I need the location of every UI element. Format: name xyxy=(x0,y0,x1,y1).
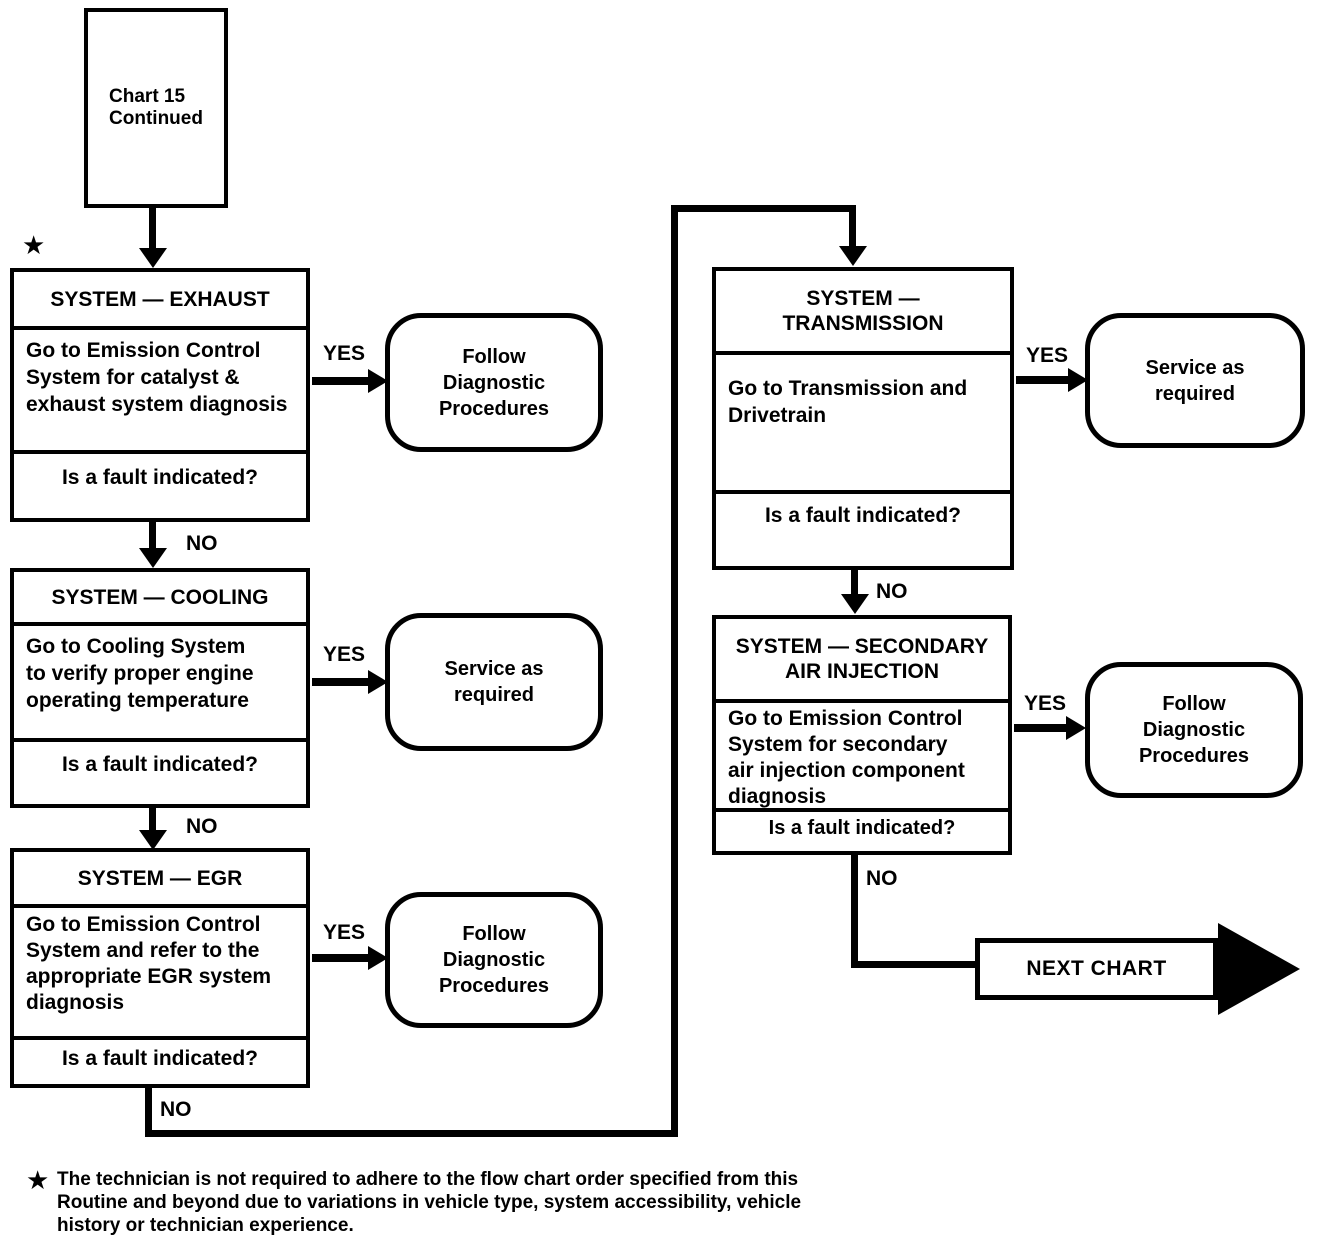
result-transmission: Service as required xyxy=(1085,313,1305,448)
no-label-secondary-air: NO xyxy=(866,867,898,890)
node-cooling-question: Is a fault indicated? xyxy=(14,738,306,804)
node-transmission-question: Is a fault indicated? xyxy=(716,490,1010,566)
connector-secair-nextchart-vline xyxy=(851,855,858,968)
node-exhaust-body: Go to Emission Control System for cataly… xyxy=(26,339,288,416)
yes-label-secondary-air: YES xyxy=(1024,692,1067,715)
connector-transmission-secair-line xyxy=(851,570,858,596)
footnote-line1: The technician is not required to adhere… xyxy=(57,1169,799,1190)
node-cooling-header: SYSTEM — COOLING xyxy=(14,572,306,626)
node-egr-header: SYSTEM — EGR xyxy=(14,852,306,908)
node-transmission-header-text: SYSTEM — TRANSMISSION xyxy=(782,287,944,335)
connector-exhaust-yes-line xyxy=(312,377,370,385)
node-cooling-body: Go to Cooling System to verify proper en… xyxy=(26,635,254,712)
result-cooling: Service as required xyxy=(385,613,603,751)
connector-cooling-egr-line xyxy=(149,808,156,832)
footnote-star-icon: ★ xyxy=(26,1165,50,1195)
node-secondary-air-header-text: SYSTEM — SECONDARY AIR INJECTION xyxy=(735,635,989,683)
footnote-line2: Routine and beyond due to variations in … xyxy=(57,1192,802,1213)
result-secondary-air: Follow Diagnostic Procedures xyxy=(1085,662,1303,798)
arrowhead-start-exhaust xyxy=(139,248,167,268)
node-egr-body: Go to Emission Control System and refer … xyxy=(26,913,272,1014)
result-exhaust: Follow Diagnostic Procedures xyxy=(385,313,603,452)
node-secondary-air-question: Is a fault indicated? xyxy=(716,808,1008,851)
node-secondary-air: SYSTEM — SECONDARY AIR INJECTION Go to E… xyxy=(712,615,1012,855)
result-egr: Follow Diagnostic Procedures xyxy=(385,892,603,1028)
yes-label-cooling: YES xyxy=(323,643,366,666)
node-egr: SYSTEM — EGR Go to Emission Control Syst… xyxy=(10,848,310,1088)
connector-loop-into-transmission-line xyxy=(849,205,856,248)
connector-exhaust-cooling-line xyxy=(149,522,156,550)
no-label-egr: NO xyxy=(160,1098,192,1121)
next-chart-box: NEXT CHART xyxy=(975,938,1218,1000)
start-node-line1: Chart 15 xyxy=(109,86,186,107)
arrowhead-transmission-yes xyxy=(1068,368,1088,392)
footnote: The technician is not required to adhere… xyxy=(57,1168,977,1237)
node-egr-header-text: SYSTEM — EGR xyxy=(77,866,243,890)
yes-label-transmission: YES xyxy=(1026,344,1069,367)
arrowhead-secair-yes xyxy=(1066,716,1086,740)
arrowhead-exhaust-cooling xyxy=(139,548,167,568)
footnote-line3: history or technician experience. xyxy=(57,1215,354,1236)
start-node: Chart 15 Continued xyxy=(84,8,228,208)
connector-loop-bottom-line xyxy=(145,1130,678,1137)
connector-loop-top-line xyxy=(671,205,855,212)
arrowhead-cooling-egr xyxy=(139,830,167,850)
arrowhead-cooling-yes xyxy=(368,670,388,694)
node-transmission: SYSTEM — TRANSMISSION Go to Transmission… xyxy=(712,267,1014,570)
node-cooling-header-text: SYSTEM — COOLING xyxy=(51,585,269,609)
start-node-line2: Continued xyxy=(109,108,203,129)
connector-loop-up-line xyxy=(671,205,678,1137)
node-transmission-header: SYSTEM — TRANSMISSION xyxy=(716,271,1010,355)
connector-egr-yes-line xyxy=(312,954,370,962)
node-secondary-air-body: Go to Emission Control System for second… xyxy=(728,707,965,808)
node-exhaust: SYSTEM — EXHAUST Go to Emission Control … xyxy=(10,268,310,522)
connector-secair-yes-line xyxy=(1014,724,1072,732)
yes-label-egr: YES xyxy=(323,921,366,944)
connector-cooling-yes-line xyxy=(312,678,370,686)
start-node-label: Chart 15 Continued xyxy=(109,86,203,130)
node-exhaust-header-text: SYSTEM — EXHAUST xyxy=(50,287,270,311)
arrowhead-egr-yes xyxy=(368,946,388,970)
connector-start-exhaust-line xyxy=(149,206,156,250)
yes-label-exhaust: YES xyxy=(323,342,366,365)
connector-secair-nextchart-hline xyxy=(851,961,975,968)
node-cooling: SYSTEM — COOLING Go to Cooling System to… xyxy=(10,568,310,808)
arrowhead-exhaust-yes xyxy=(368,369,388,393)
no-label-transmission: NO xyxy=(876,580,908,603)
no-label-cooling: NO xyxy=(186,815,218,838)
connector-loop-down-line xyxy=(145,1088,152,1137)
arrowhead-transmission-secair xyxy=(841,594,869,614)
no-label-exhaust: NO xyxy=(186,532,218,555)
node-secondary-air-header: SYSTEM — SECONDARY AIR INJECTION xyxy=(716,619,1008,703)
node-exhaust-question: Is a fault indicated? xyxy=(14,450,306,518)
node-transmission-body: Go to Transmission and Drivetrain xyxy=(728,377,968,427)
node-exhaust-header: SYSTEM — EXHAUST xyxy=(14,272,306,330)
arrowhead-loop-transmission xyxy=(839,246,867,266)
node-egr-question: Is a fault indicated? xyxy=(14,1036,306,1084)
connector-transmission-yes-line xyxy=(1016,376,1072,384)
star-icon: ★ xyxy=(22,230,46,260)
next-chart-arrowhead xyxy=(1218,923,1300,1015)
